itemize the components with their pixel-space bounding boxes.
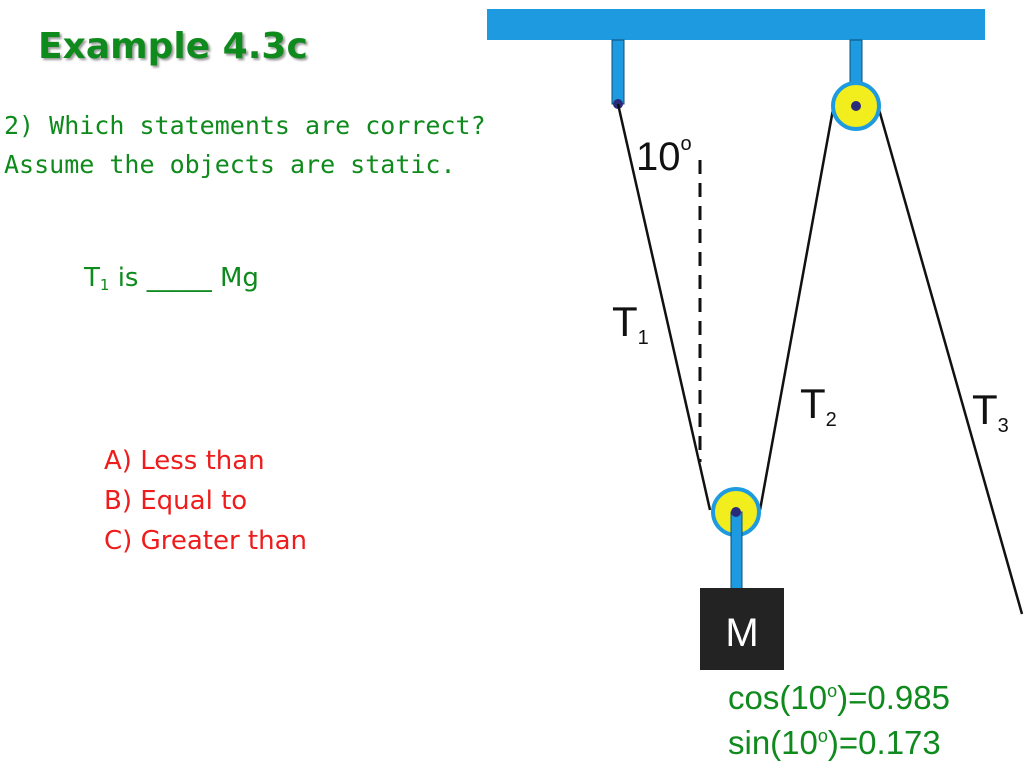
rope-t2 — [758, 103, 836, 511]
choice-c[interactable]: C) Greater than — [104, 526, 307, 556]
slide-title: Example 4.3c — [38, 26, 308, 67]
sin-value: sin(10o)=0.173 — [728, 724, 941, 761]
prompt-text: is _____ Mg — [109, 263, 259, 293]
prompt-subscript: 1 — [99, 276, 110, 294]
angle-value: 10 — [636, 135, 681, 179]
bottom-pulley-axle — [731, 507, 741, 517]
mass-block — [700, 588, 784, 670]
angle-degree-mark: o — [681, 133, 692, 155]
left-anchor-rod — [611, 39, 625, 105]
mass-hanger-rod — [730, 511, 743, 591]
question-line-2: Assume the objects are static. — [4, 150, 456, 179]
answer-choices: A) Less than B) Equal to C) Greater than — [104, 441, 307, 561]
angle-label: 10o — [636, 133, 692, 179]
ceiling-beam — [487, 9, 985, 40]
trig-values: cos(10o)=0.985 sin(10o)=0.173 — [728, 672, 950, 762]
rope-t1 — [616, 103, 712, 511]
cos-value: cos(10o)=0.985 — [728, 679, 950, 716]
mass-label: M — [725, 611, 758, 655]
tension-label-t1: T1 — [612, 298, 649, 349]
question-line-1: 2) Which statements are correct? — [4, 111, 486, 140]
top-pulley-axle — [851, 101, 861, 111]
rope-t3 — [876, 105, 1024, 615]
prompt-symbol: T — [84, 263, 100, 293]
choice-a[interactable]: A) Less than — [104, 446, 265, 476]
fill-in-prompt: T1 is _____ Mg — [84, 263, 259, 294]
tension-label-t3: T3 — [972, 386, 1009, 437]
tension-label-t2: T2 — [800, 380, 837, 431]
choice-b[interactable]: B) Equal to — [104, 486, 248, 516]
question-text: 2) Which statements are correct? Assume … — [4, 106, 486, 184]
